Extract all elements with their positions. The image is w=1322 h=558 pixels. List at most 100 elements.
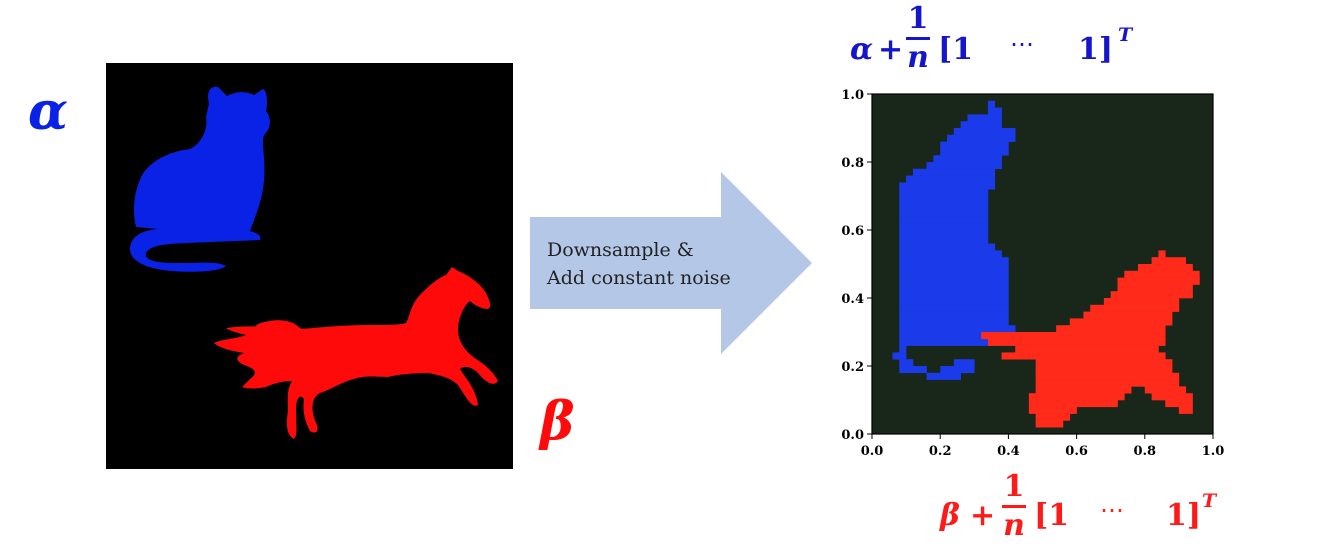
formula-alpha: α + 1 n [1 ⋯ 1] T	[850, 2, 1150, 92]
mask-pixel-run	[1117, 277, 1200, 285]
mask-pixel-run	[981, 332, 1036, 340]
mask-pixel-run	[1069, 318, 1173, 326]
formula-beta-denominator: n	[1003, 508, 1025, 543]
arrow-shape	[530, 172, 812, 354]
y-tick-label: 0.6	[841, 224, 864, 239]
mask-pixel-run	[1035, 332, 1166, 340]
mask-pixel-run	[1001, 352, 1166, 360]
y-tick-label: 1.0	[841, 88, 864, 103]
mask-pixel-run	[899, 236, 989, 244]
mask-pixel-run	[1090, 304, 1180, 312]
process-arrow	[530, 172, 812, 354]
horse-silhouette	[214, 267, 498, 439]
x-tick-label: 0.0	[861, 444, 884, 459]
x-tick-label: 1.0	[1202, 444, 1225, 459]
cat-silhouette	[130, 86, 270, 272]
mask-pixel-run	[899, 338, 1002, 346]
mask-pixel-run	[899, 359, 914, 367]
mask-pixel-run	[933, 155, 1002, 163]
y-tick-label: 0.4	[841, 292, 864, 307]
mask-pixel-run	[899, 325, 1016, 333]
mask-pixel-run	[899, 216, 989, 224]
mask-pixel-run	[940, 141, 1009, 149]
formula-beta-open: [1	[1034, 498, 1070, 533]
y-tick-label: 0.2	[841, 360, 864, 375]
mask-pixel-run	[1165, 400, 1193, 408]
source-image-canvas	[130, 86, 498, 439]
mask-pixel-run	[926, 372, 961, 380]
x-tick-label: 0.2	[929, 444, 952, 459]
mask-pixel-run	[1151, 393, 1193, 401]
mask-pixel-run	[899, 202, 989, 210]
mask-pixel-run	[1056, 325, 1166, 333]
formula-beta-plus: +	[970, 498, 996, 533]
formula-alpha-superscript: T	[1118, 24, 1133, 46]
mask-pixel-run	[1035, 359, 1173, 367]
mask-pixel-run	[899, 318, 1009, 326]
formula-alpha-head: α	[850, 32, 874, 67]
mask-pixel-run	[987, 100, 996, 108]
x-tick-label: 0.4	[997, 444, 1020, 459]
mask-pixel-run	[940, 148, 1009, 156]
mask-pixel-run	[899, 277, 1009, 285]
formula-alpha-open: [1	[938, 32, 974, 67]
mask-pixel-run	[899, 223, 989, 231]
formula-alpha-denominator: n	[907, 40, 929, 75]
mask-pixel-run	[1035, 420, 1064, 428]
mask-pixel-run	[1110, 291, 1193, 299]
mask-pixel-run	[1178, 406, 1193, 414]
mask-pixel-run	[1151, 257, 1187, 265]
mask-pixel-run	[1035, 379, 1180, 387]
mask-pixel-run	[926, 162, 1002, 170]
mask-pixel-run	[899, 311, 1009, 319]
mask-pixel-run	[899, 298, 1009, 306]
mask-pixel-run	[899, 332, 1023, 340]
formula-beta-fraction: 1 n	[1002, 470, 1026, 543]
plot-frame	[871, 93, 1214, 435]
mask-pixel-run	[899, 230, 989, 238]
formula-alpha-plus: +	[878, 32, 904, 67]
formula-alpha-close: 1]	[1078, 32, 1114, 67]
mask-pixel-run	[899, 182, 996, 190]
mask-pixel-run	[1192, 277, 1200, 285]
mask-pixel-run	[899, 270, 1009, 278]
mask-pixel-run	[967, 114, 1002, 122]
mask-pixel-run	[899, 209, 989, 217]
mask-pixel-run	[1124, 270, 1200, 278]
mask-pixel-run	[899, 291, 1009, 299]
arrow-label-line1: Downsample &	[547, 239, 694, 261]
mask-pixel-run	[1117, 284, 1193, 292]
mask-pixel-run	[899, 345, 907, 353]
mask-pixel-run	[899, 243, 996, 251]
mask-pixel-run	[1158, 250, 1166, 258]
mask-pixel-run	[899, 304, 1009, 312]
mask-pixel-run	[899, 264, 1009, 272]
mask-pixel-run	[906, 175, 996, 183]
mask-pixel-run	[1035, 366, 1173, 374]
formula-beta-dots: ⋯	[1100, 496, 1124, 524]
mask-pixel-run	[899, 257, 1009, 265]
mask-pixel-run	[940, 366, 975, 374]
mask-pixel-run	[987, 107, 1002, 115]
mask-pixel-run	[1015, 345, 1159, 353]
mask-pixel-run	[953, 128, 1016, 136]
beta-symbol: β	[540, 391, 575, 452]
mask-pixel-run	[960, 121, 1002, 129]
mask-pixel-run	[899, 366, 927, 374]
mask-pixel-run	[1028, 400, 1118, 408]
mask-pixel-run	[899, 284, 1009, 292]
mask-pixel-run	[987, 338, 1166, 346]
formula-beta-superscript: T	[1202, 490, 1217, 512]
mask-pixel-run	[953, 359, 975, 367]
formula-beta-head: β	[940, 498, 960, 533]
mask-pixel-run	[1103, 298, 1180, 306]
mask-pixel-run	[1144, 386, 1187, 394]
mask-pixel-run	[892, 352, 907, 360]
formula-alpha-numerator: 1	[907, 1, 929, 36]
formula-beta-close: 1]	[1166, 498, 1202, 533]
y-tick-label: 0.8	[841, 156, 864, 171]
formula-beta-fraction-bar	[1002, 505, 1026, 508]
mask-pixel-run	[947, 134, 1016, 142]
